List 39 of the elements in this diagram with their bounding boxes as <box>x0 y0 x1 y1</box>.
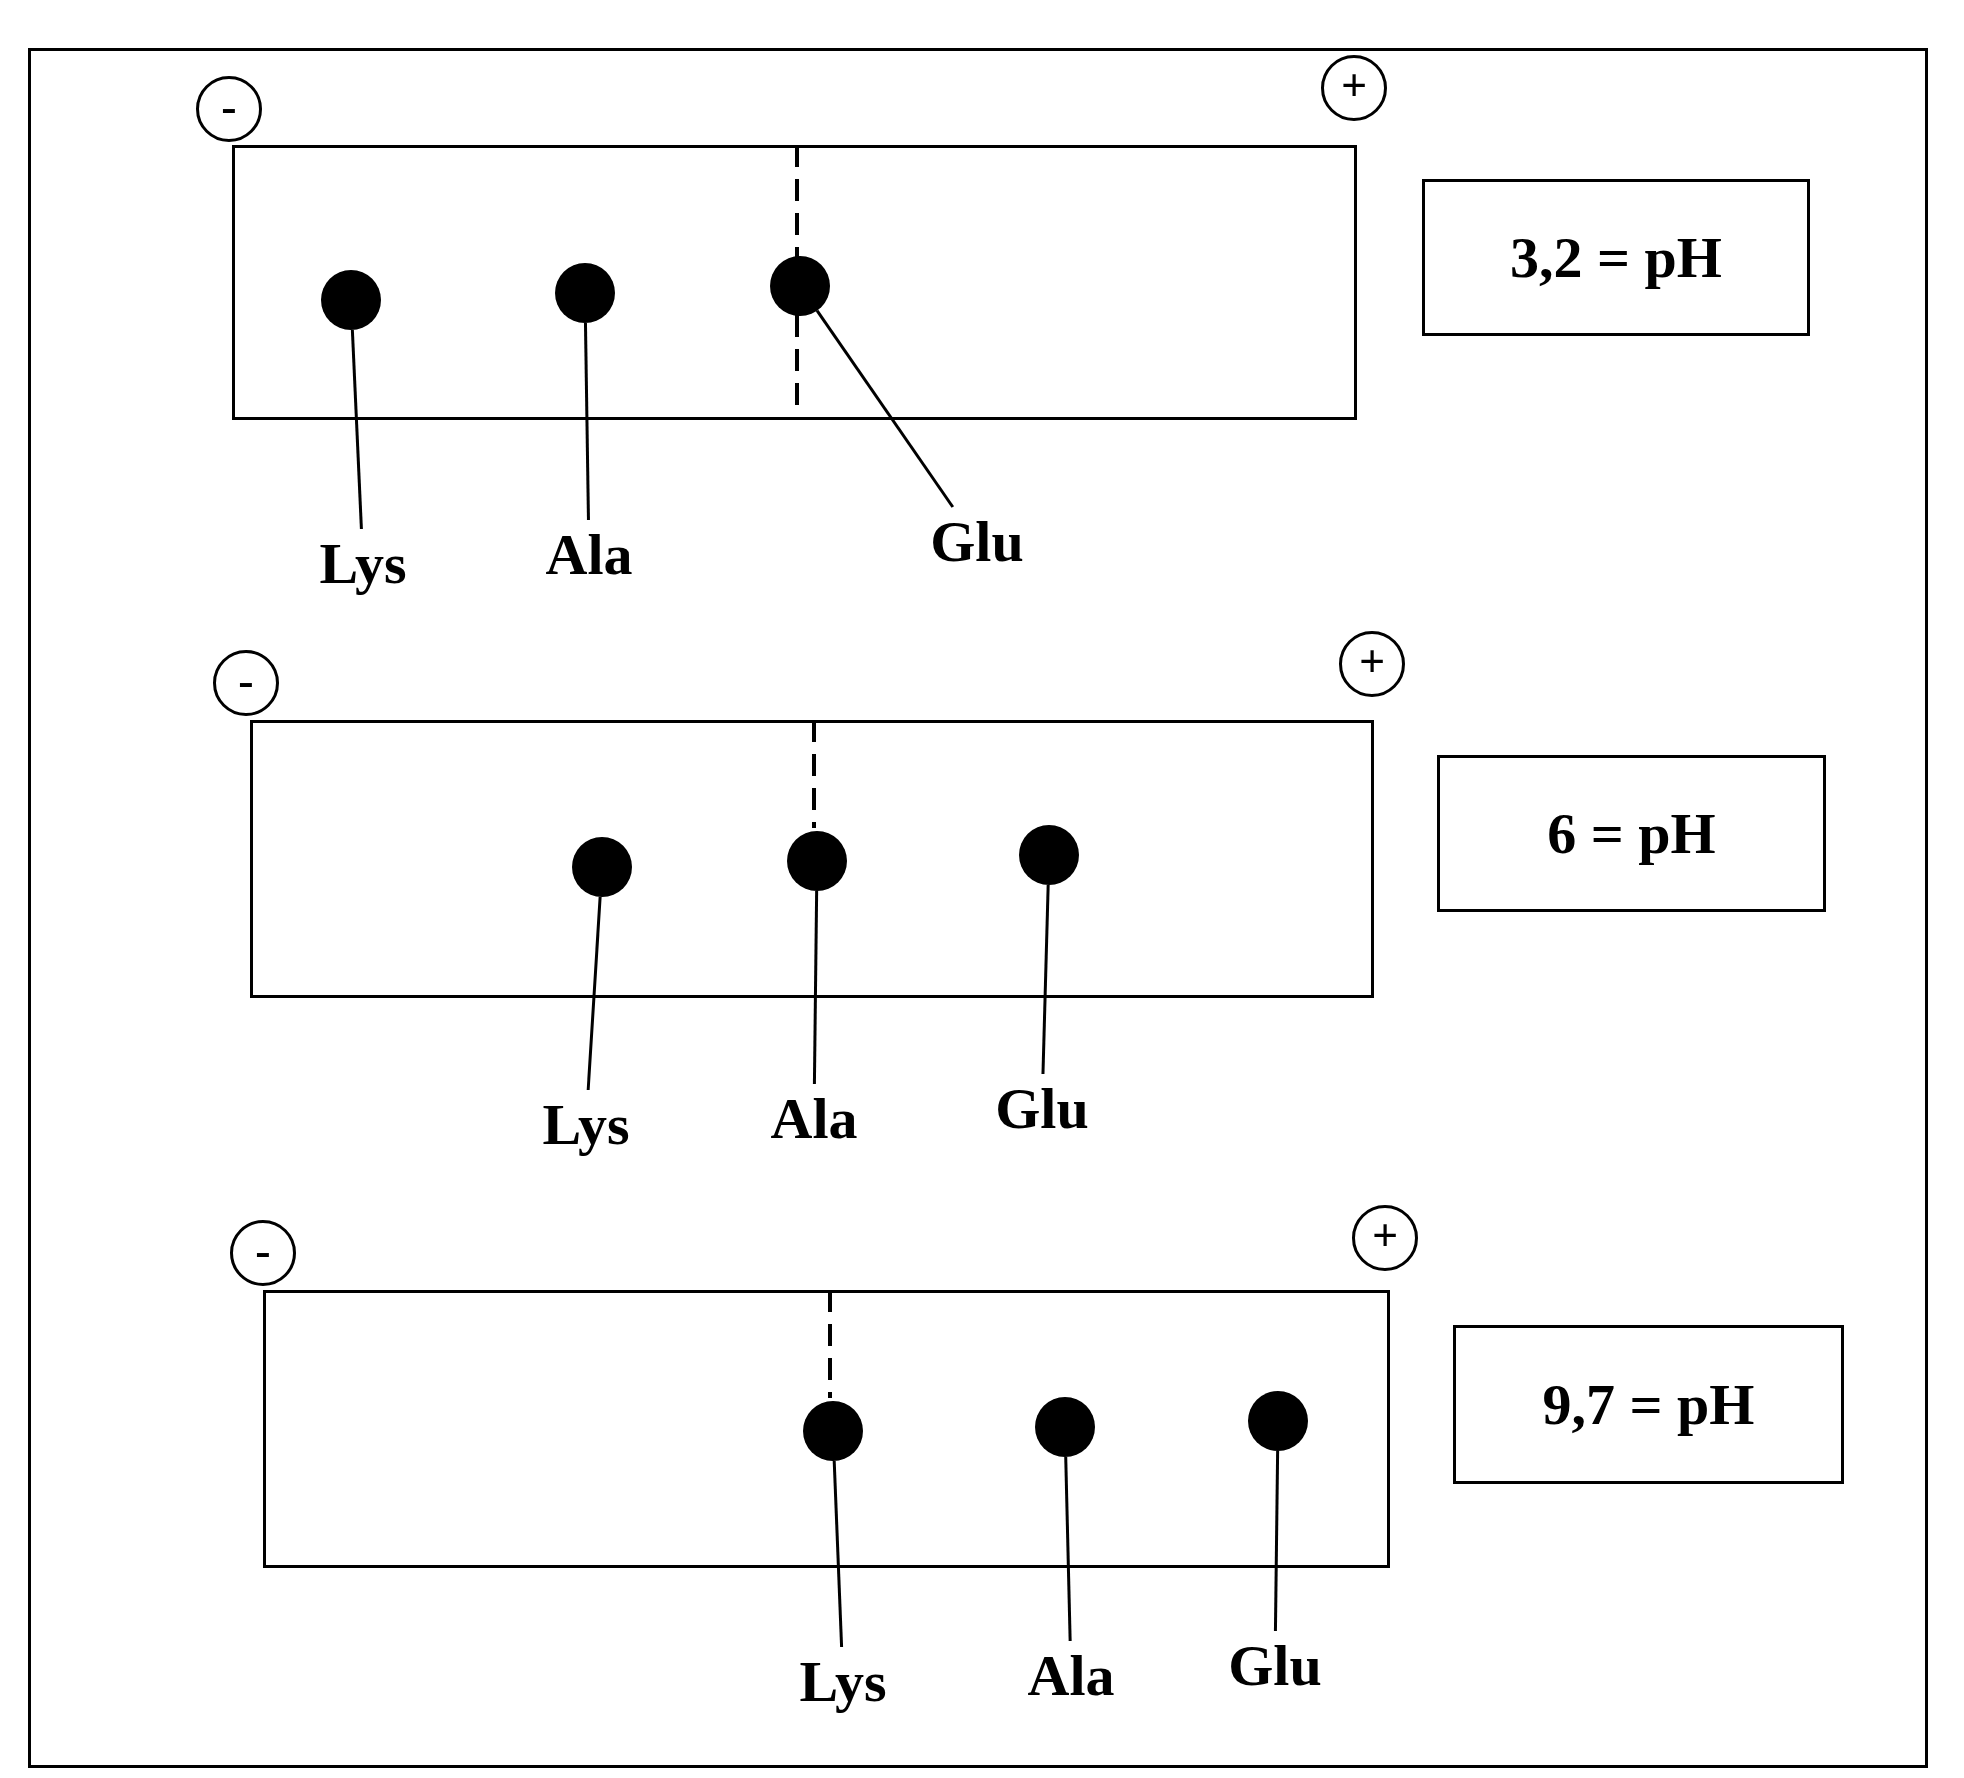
leader-line <box>815 309 955 508</box>
ph-box: 6 = pH <box>1437 755 1826 912</box>
migration-spot <box>803 1401 863 1461</box>
amino-acid-label: Ala <box>749 1084 879 1154</box>
electrode-sign: - <box>196 76 262 142</box>
migration-spot <box>572 837 632 897</box>
amino-acid-label: Ala <box>1006 1641 1136 1711</box>
leader-line <box>583 322 590 521</box>
leader-line <box>1273 1451 1280 1631</box>
migration-spot <box>1019 825 1079 885</box>
migration-spot <box>321 270 381 330</box>
gel-strip <box>250 720 1374 998</box>
amino-acid-label: Ala <box>524 520 654 590</box>
amino-acid-label: Lys <box>521 1090 651 1160</box>
electrode-sign: + <box>1321 55 1387 121</box>
electrode-sign: - <box>213 650 279 716</box>
migration-spot <box>1248 1391 1308 1451</box>
amino-acid-label: Glu <box>977 1074 1107 1144</box>
migration-spot <box>770 256 830 316</box>
leader-line <box>1041 884 1050 1075</box>
amino-acid-label: Lys <box>778 1647 908 1717</box>
leader-line <box>350 329 363 530</box>
migration-spot <box>1035 1397 1095 1457</box>
electrode-sign: - <box>230 1220 296 1286</box>
leader-line <box>812 891 819 1084</box>
migration-spot <box>555 263 615 323</box>
ph-box: 3,2 = pH <box>1422 179 1810 336</box>
amino-acid-label: Glu <box>1210 1631 1340 1701</box>
leader-line <box>1064 1456 1072 1642</box>
gel-strip <box>263 1290 1390 1568</box>
electrode-sign: + <box>1352 1205 1418 1271</box>
amino-acid-label: Glu <box>912 507 1042 577</box>
leader-line <box>586 896 602 1091</box>
amino-acid-label: Lys <box>298 529 428 599</box>
leader-line <box>832 1460 844 1648</box>
electrode-sign: + <box>1339 631 1405 697</box>
migration-spot <box>787 831 847 891</box>
gel-strip <box>232 145 1357 420</box>
ph-box: 9,7 = pH <box>1453 1325 1844 1484</box>
